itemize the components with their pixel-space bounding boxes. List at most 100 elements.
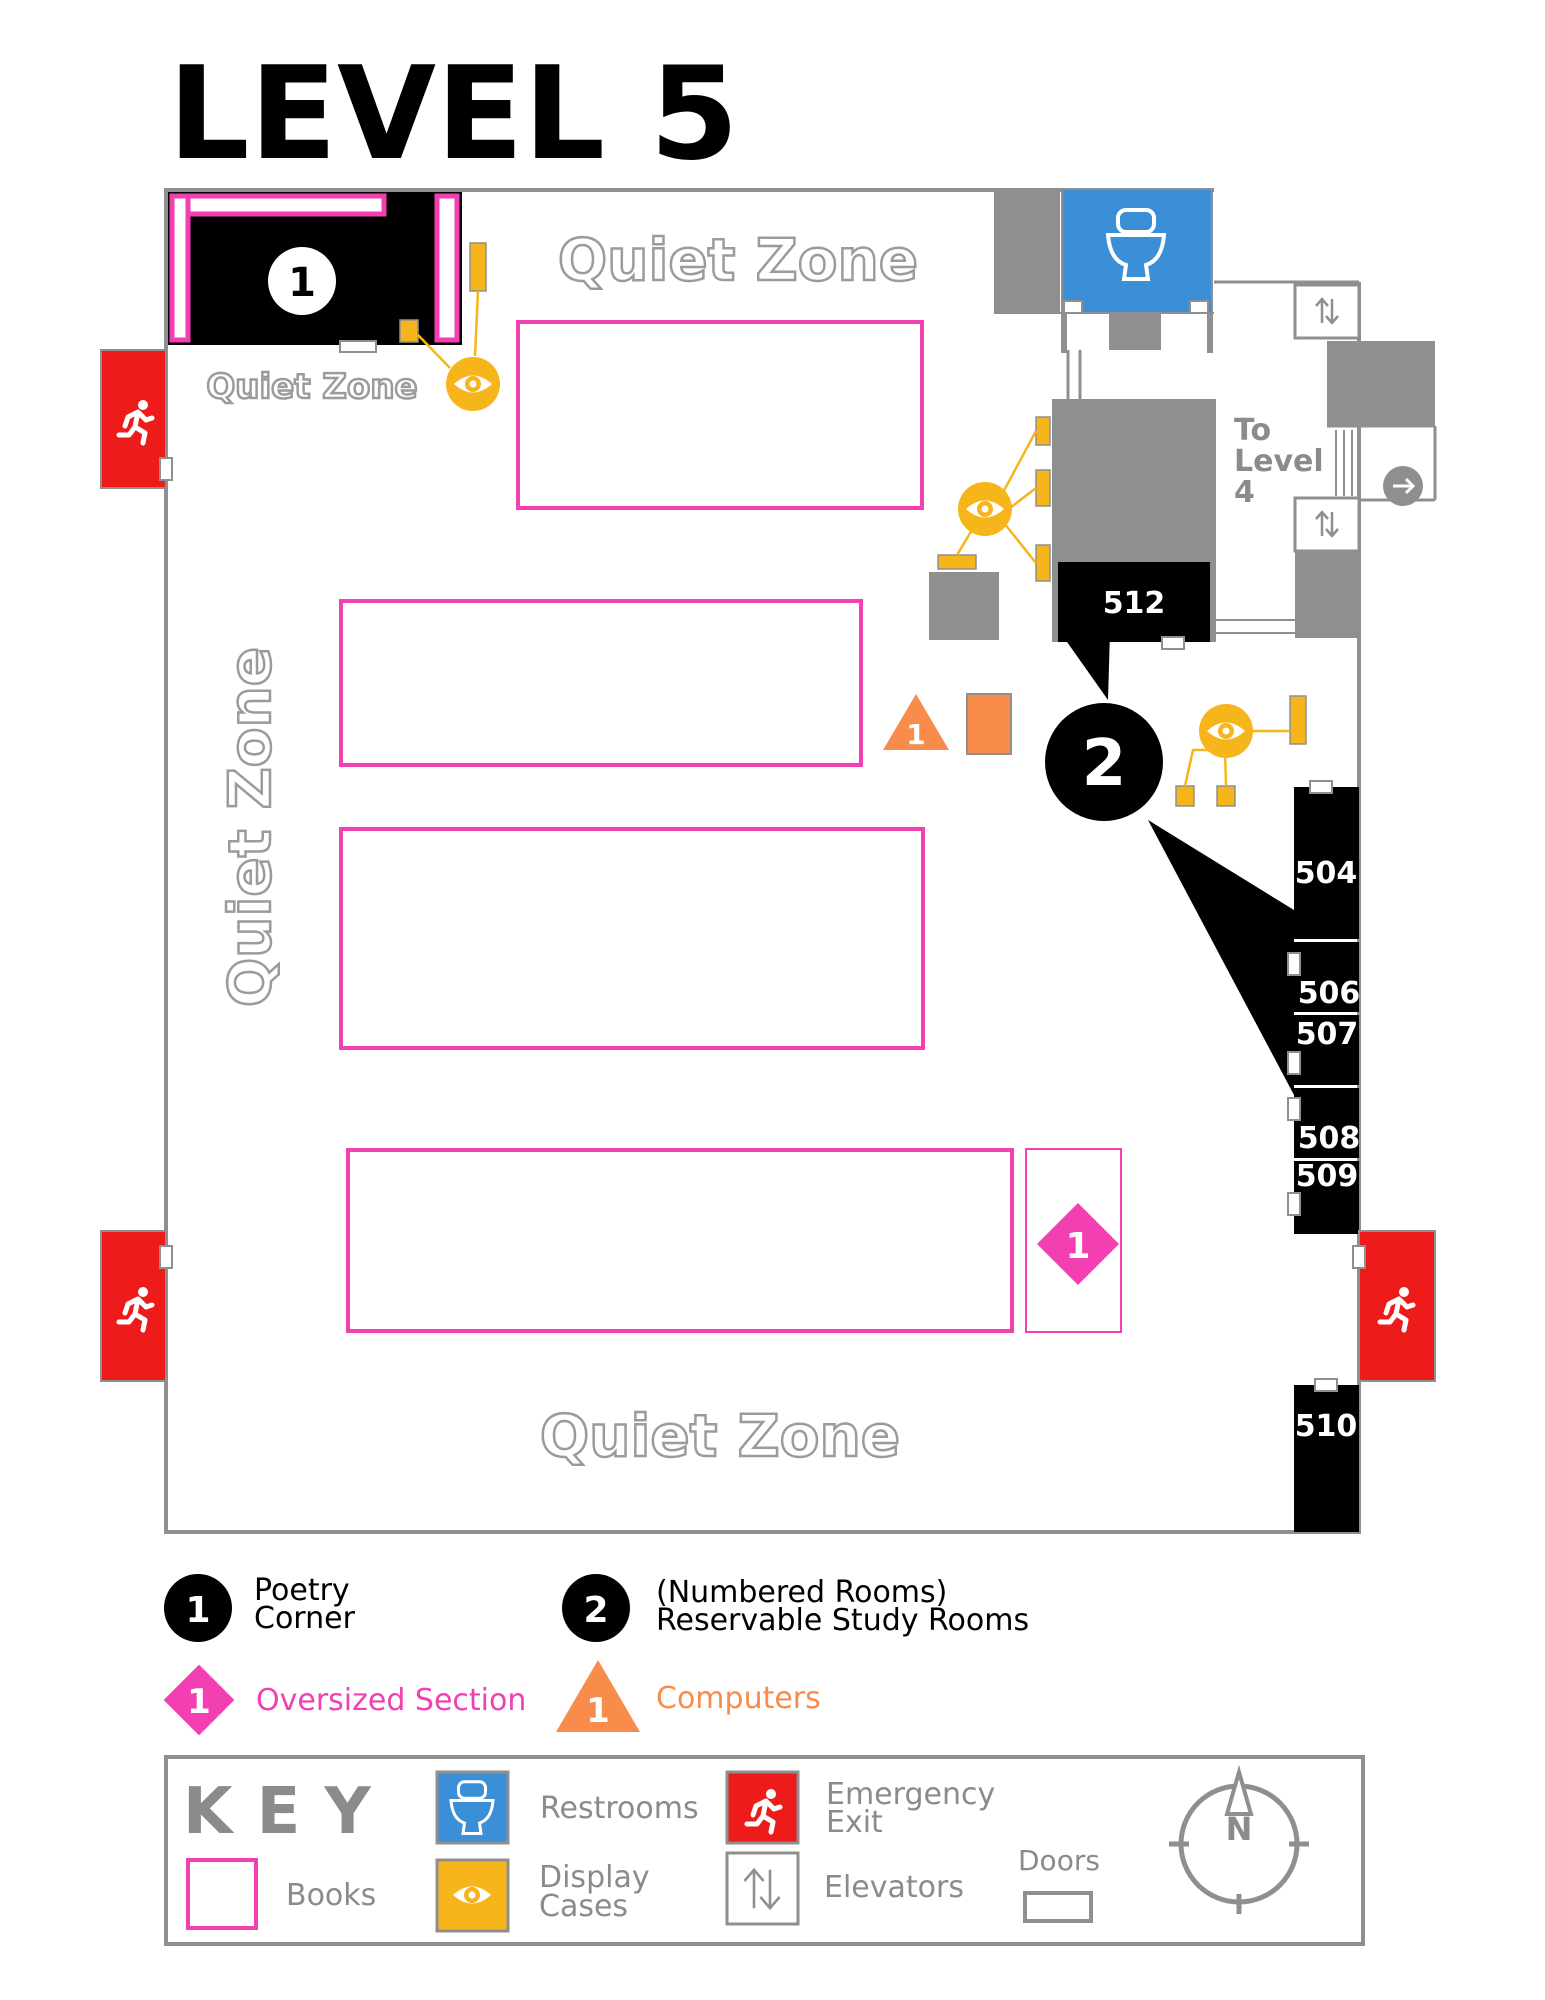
- restroom-icon: [1105, 208, 1167, 281]
- elevator: [1293, 283, 1361, 340]
- stairwell: [1327, 341, 1435, 426]
- elevator-shaft: [1295, 551, 1359, 638]
- door: [1287, 952, 1301, 976]
- stairs-label-line3: 4: [1234, 475, 1255, 510]
- bookshelf: [339, 827, 925, 1050]
- study-rooms-marker: [1045, 703, 1163, 821]
- bookshelf: [346, 1148, 1014, 1333]
- room-512-label: 512: [1103, 586, 1166, 621]
- key-title: KEY: [183, 1775, 395, 1849]
- key-exit-line2: Exit: [826, 1805, 883, 1840]
- room-512: [1058, 562, 1210, 642]
- study-rooms-pointer: [1060, 632, 1110, 700]
- legend-computers-marker: [556, 1660, 640, 1732]
- room-506: [1294, 942, 1359, 1012]
- door: [1314, 1378, 1338, 1392]
- display-case: [469, 242, 487, 292]
- study-rooms-number: 2: [1082, 727, 1127, 801]
- room-504: [1294, 787, 1359, 939]
- legend-poetry-number: 1: [185, 1590, 210, 1631]
- key-restroom-swatch: [435, 1770, 510, 1845]
- room-507-label: 507: [1296, 1017, 1359, 1052]
- room-508: [1294, 1088, 1359, 1158]
- door: [1161, 636, 1185, 650]
- legend-poetry-line2: Corner: [254, 1601, 356, 1636]
- key-elevator-swatch: [725, 1851, 800, 1926]
- stairs-label-line1: To: [1234, 413, 1271, 448]
- door: [1287, 1192, 1301, 1216]
- stairs-steps: [1335, 430, 1353, 496]
- service-room: [929, 572, 999, 640]
- door: [1287, 1097, 1301, 1121]
- computers-marker: [883, 694, 949, 750]
- oversized-section-number: 1: [1065, 1226, 1090, 1267]
- display-case: [1175, 785, 1195, 807]
- door: [1287, 1051, 1301, 1075]
- stairs-label-line2: Level: [1234, 444, 1324, 479]
- restroom-wall: [1207, 313, 1213, 353]
- computer-station: [966, 693, 1012, 755]
- display-case: [1289, 695, 1307, 745]
- poetry-bookshelf-top: [169, 193, 387, 217]
- legend-poetry-line1: Poetry: [254, 1573, 350, 1608]
- key-display-line1: Display: [539, 1860, 650, 1895]
- key-exit-line1: Emergency: [826, 1777, 995, 1812]
- door: [1309, 780, 1333, 794]
- eye-icon: [1199, 704, 1253, 758]
- key-doors-label: Doors: [1018, 1844, 1100, 1877]
- room-504-label: 504: [1295, 856, 1358, 891]
- emergency-exit-west-north[interactable]: [100, 349, 167, 489]
- page-title: LEVEL 5: [168, 40, 739, 189]
- eye-icon: [445, 1868, 499, 1922]
- poetry-bookshelf-right: [434, 193, 460, 343]
- legend-study-line1: (Numbered Rooms): [656, 1575, 947, 1610]
- room-510: [1294, 1385, 1359, 1532]
- poetry-corner-marker: [268, 247, 336, 315]
- quiet-zone-top-label: Quiet Zone: [558, 226, 918, 294]
- room-508-label: 508: [1298, 1121, 1361, 1156]
- door: [159, 457, 173, 481]
- legend-study-line2: Reservable Study Rooms: [656, 1603, 1029, 1638]
- bookshelf: [516, 320, 924, 510]
- emergency-exit-west-south[interactable]: [100, 1230, 167, 1382]
- legend-poetry-marker: [164, 1574, 232, 1642]
- display-case: [1216, 785, 1236, 807]
- quiet-zone-corner-label: Quiet Zone: [206, 367, 417, 407]
- display-case: [399, 319, 419, 343]
- arrow-right-icon: [1383, 466, 1423, 506]
- door: [1189, 300, 1209, 314]
- display-case: [1035, 469, 1051, 507]
- quiet-zone-bottom-label: Quiet Zone: [540, 1402, 900, 1470]
- bookshelf: [339, 599, 863, 767]
- display-case: [1035, 416, 1051, 446]
- display-case: [1035, 544, 1051, 582]
- legend-computers-label: Computers: [656, 1681, 821, 1716]
- legend-oversized-label: Oversized Section: [256, 1683, 526, 1718]
- elevator-arrows-icon: [743, 1867, 781, 1911]
- eye-icon: [958, 482, 1012, 536]
- display-case: [937, 554, 977, 570]
- legend-study-number: 2: [583, 1590, 608, 1631]
- restroom-room: [1061, 188, 1213, 314]
- computers-number: 1: [906, 718, 925, 751]
- door: [339, 340, 377, 353]
- key-books-swatch: [186, 1858, 258, 1930]
- key-door-swatch: [1023, 1891, 1093, 1923]
- restroom-wall: [1061, 313, 1067, 353]
- room-506-label: 506: [1298, 976, 1361, 1011]
- restroom-wall: [1109, 313, 1161, 350]
- door: [1352, 1245, 1366, 1269]
- legend-oversized-marker: [163, 1664, 235, 1736]
- legend-oversized-number: 1: [187, 1682, 211, 1722]
- door: [1063, 300, 1083, 314]
- poetry-bookshelf-left: [169, 193, 191, 343]
- restroom-wall: [994, 190, 1060, 314]
- key-books-label: Books: [286, 1878, 376, 1913]
- poetry-corner-number: 1: [288, 260, 316, 306]
- room-510-label: 510: [1295, 1409, 1358, 1444]
- room-509: [1294, 1161, 1359, 1234]
- door: [159, 1245, 173, 1269]
- restroom-icon: [449, 1780, 495, 1835]
- quiet-zone-left-label: Quiet Zone: [216, 647, 284, 1007]
